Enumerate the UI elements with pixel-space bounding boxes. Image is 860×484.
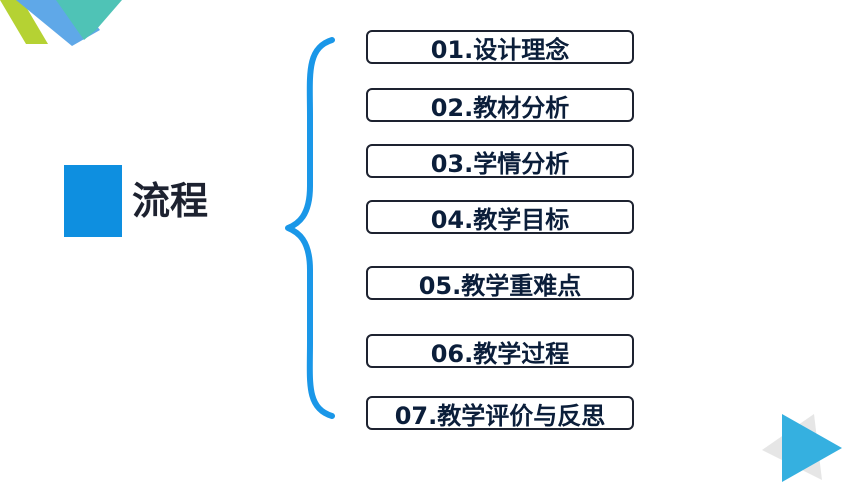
curly-brace-icon xyxy=(285,37,335,419)
item-teaching-process[interactable]: 06.教学过程 xyxy=(366,334,634,368)
slide-heading: 流程 xyxy=(132,179,209,223)
item-evaluation-reflection[interactable]: 07.教学评价与反思 xyxy=(366,396,634,430)
item-student-analysis[interactable]: 03.学情分析 xyxy=(366,144,634,178)
item-design-concept[interactable]: 01.设计理念 xyxy=(366,30,634,64)
corner-stripes-icon xyxy=(0,0,122,46)
play-triangle-icon xyxy=(762,414,842,482)
item-teaching-objectives[interactable]: 04.教学目标 xyxy=(366,200,634,234)
item-key-difficult-points[interactable]: 05.教学重难点 xyxy=(366,266,634,300)
heading-marker xyxy=(64,165,122,237)
item-textbook-analysis[interactable]: 02.教材分析 xyxy=(366,88,634,122)
